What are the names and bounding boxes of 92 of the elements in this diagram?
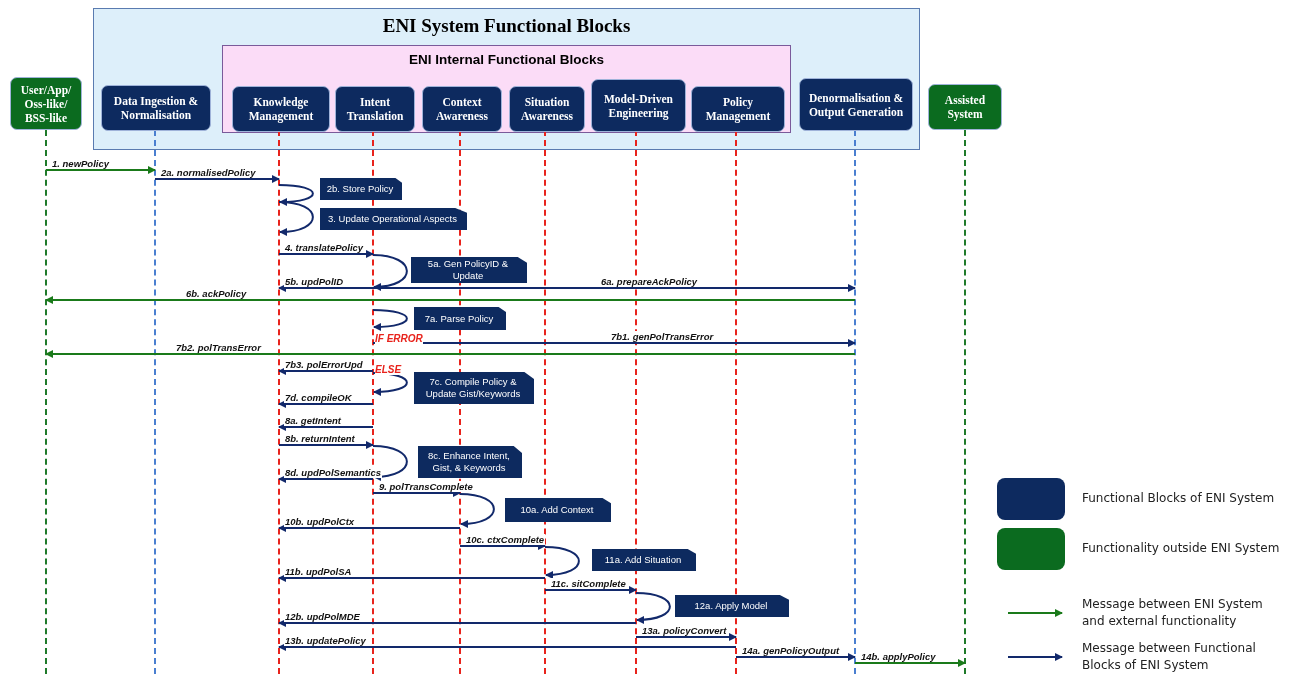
note-box: 3. Update Operational Aspects xyxy=(320,208,467,230)
message-arrow xyxy=(635,633,737,641)
message-arrow xyxy=(278,643,737,651)
self-arrow xyxy=(372,254,408,291)
message-arrow xyxy=(544,586,637,594)
group-title: ENI Internal Functional Blocks xyxy=(408,52,604,67)
edge-label: 7b2. polTransError xyxy=(175,342,262,353)
lifeline xyxy=(45,130,47,674)
functional-block: Intent Translation xyxy=(335,86,415,132)
note-box: 11a. Add Situation xyxy=(592,549,696,571)
lifeline xyxy=(735,130,737,674)
edge-label: 1. newPolicy xyxy=(51,158,111,169)
edge-label: 11b. updPolSA xyxy=(284,566,353,577)
legend-label: Functionality outside ENI System xyxy=(1082,540,1281,557)
functional-block: Context Awareness xyxy=(422,86,502,132)
condition-label: IF ERROR xyxy=(375,333,423,344)
legend-label: Functional Blocks of ENI System xyxy=(1082,490,1276,507)
message-arrow xyxy=(735,653,856,661)
self-arrow xyxy=(544,546,580,579)
message-arrow xyxy=(278,367,374,375)
message-arrow xyxy=(372,339,856,347)
edge-label: 10b. updPolCtx xyxy=(284,516,356,527)
functional-block: Denormalisation & Output Generation xyxy=(799,78,913,131)
edge-label: 11c. sitComplete xyxy=(550,578,627,589)
lifeline xyxy=(459,130,461,674)
note-box: 7c. Compile Policy & Update Gist/Keywords xyxy=(414,372,534,404)
edge-label: 5b. updPolID xyxy=(284,276,345,287)
edge-label: 10c. ctxComplete xyxy=(465,534,546,545)
edge-label: 14b. applyPolicy xyxy=(860,651,937,662)
message-arrow xyxy=(278,619,637,627)
lifeline xyxy=(854,130,856,674)
lifeline xyxy=(278,130,280,674)
edge-label: 12b. updPolMDE xyxy=(284,611,361,622)
legend-label: Message between ENI System and external functionality xyxy=(1082,596,1264,630)
note-box: 2b. Store Policy xyxy=(320,178,402,200)
message-arrow xyxy=(372,489,461,497)
message-arrow xyxy=(278,574,546,582)
edge-label: 13b. updatePolicy xyxy=(284,635,367,646)
edge-label: 13a. policyConvert xyxy=(641,625,728,636)
edge-label: 8b. returnIntent xyxy=(284,433,356,444)
functional-block: Policy Management xyxy=(691,86,785,132)
note-box: 10a. Add Context xyxy=(505,498,611,522)
functional-block: Data Ingestion & Normalisation xyxy=(101,85,211,131)
note-box: 8c. Enhance Intent, Gist, & Keywords xyxy=(418,446,522,478)
message-arrow xyxy=(278,400,374,408)
internal-group-panel xyxy=(222,45,791,133)
edge-label: 7d. compileOK xyxy=(284,392,353,403)
system-group-panel xyxy=(93,8,920,150)
edge-label: 4. translatePolicy xyxy=(284,242,365,253)
lifeline xyxy=(544,130,546,674)
message-arrow xyxy=(45,166,156,174)
self-arrow xyxy=(278,184,314,206)
group-title: ENI System Functional Blocks xyxy=(382,15,631,37)
message-arrow xyxy=(854,659,966,667)
lifeline xyxy=(372,130,374,674)
edge-label: 9. polTransComplete xyxy=(378,481,474,492)
lifeline xyxy=(154,130,156,674)
external-block: Assisted System xyxy=(928,84,1002,130)
self-arrow xyxy=(459,493,495,528)
edge-label: 7b3. polErrorUpd xyxy=(284,359,364,370)
edge-label: 7b1. genPolTransError xyxy=(610,331,715,342)
message-arrow xyxy=(459,542,546,550)
message-arrow xyxy=(278,441,374,449)
message-arrow xyxy=(154,175,280,183)
message-arrow xyxy=(278,524,461,532)
message-arrow xyxy=(45,296,856,304)
message-arrow xyxy=(45,350,856,358)
edge-label: 6b. ackPolicy xyxy=(185,288,248,299)
edge-label: 8d. updPolSemantics xyxy=(284,467,383,478)
message-arrow xyxy=(278,284,374,292)
edge-label: 6a. prepareAckPolicy xyxy=(600,276,699,287)
note-box: 12a. Apply Model xyxy=(675,595,789,617)
message-arrow xyxy=(278,475,374,483)
self-arrow xyxy=(635,592,671,624)
edge-label: 2a. normalisedPolicy xyxy=(160,167,257,178)
note-box: 5a. Gen PolicyID & Update xyxy=(411,257,527,283)
note-box: 7a. Parse Policy xyxy=(414,307,506,330)
edge-label: 8a. getIntent xyxy=(284,415,342,426)
self-arrow xyxy=(372,445,408,481)
lifeline xyxy=(964,130,966,674)
self-arrow xyxy=(278,201,314,236)
functional-block: Situation Awareness xyxy=(509,86,585,132)
external-block: User/App/ Oss-like/ BSS-like xyxy=(10,77,82,130)
functional-block: Model-Driven Engineering xyxy=(591,79,686,132)
edge-label: 14a. genPolicyOutput xyxy=(741,645,841,656)
self-arrow xyxy=(372,309,408,331)
legend-label: Message between Functional Blocks of ENI System xyxy=(1082,640,1257,674)
message-arrow xyxy=(278,423,374,431)
message-arrow xyxy=(372,284,856,292)
functional-block: Knowledge Management xyxy=(232,86,330,132)
message-arrow xyxy=(278,250,374,258)
condition-label: ELSE xyxy=(375,364,402,375)
